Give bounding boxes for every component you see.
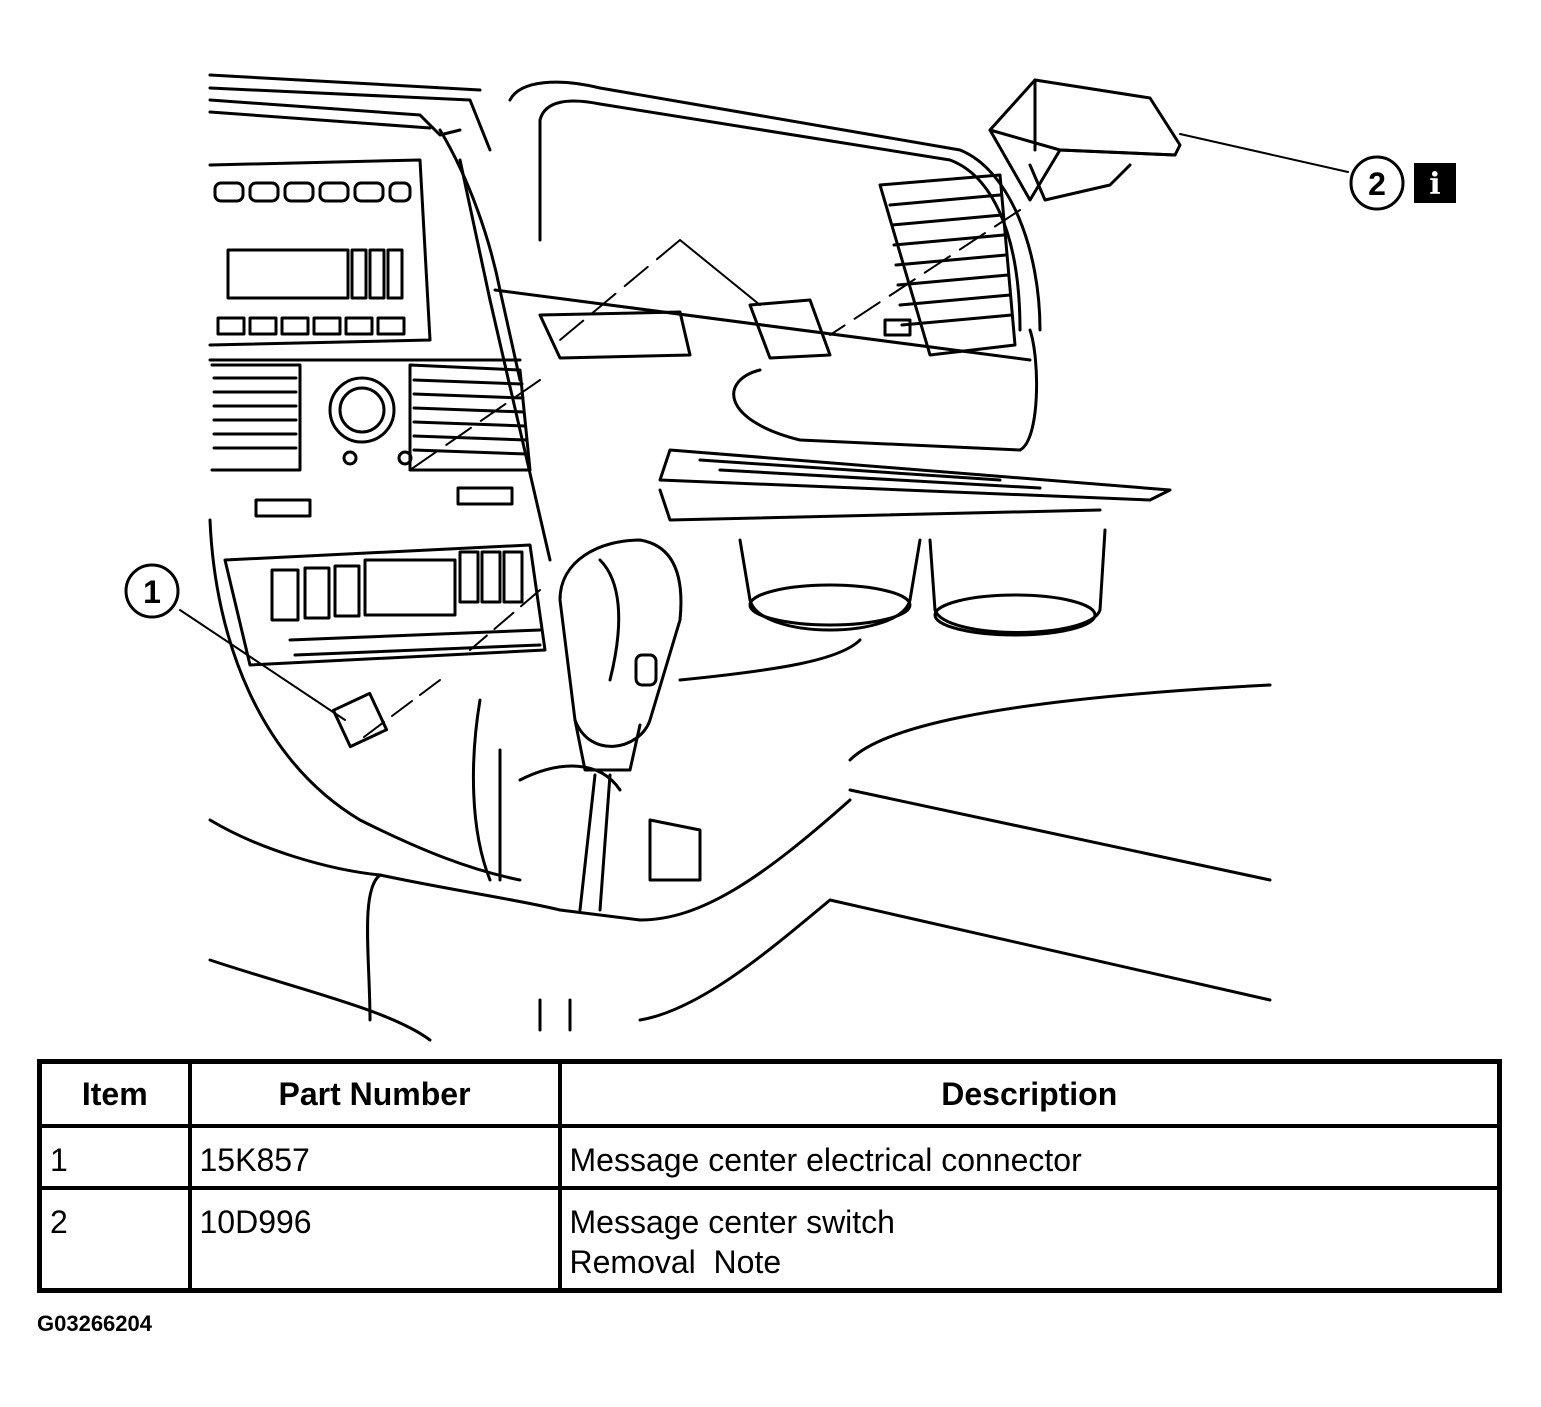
header-part-number: Part Number — [187, 1059, 562, 1128]
center-vents — [210, 363, 532, 518]
cell-description: Message center switch Removal Note — [557, 1186, 1502, 1293]
cup-holders — [658, 488, 1107, 682]
header-item: Item — [37, 1059, 192, 1128]
leader-lines — [179, 133, 1349, 741]
vehicle-interior-illustration: 1 2 i — [124, 73, 1456, 1042]
radio-head-unit — [208, 158, 432, 347]
callout-2-label: 2 — [1368, 166, 1386, 202]
gear-shifter — [558, 538, 683, 912]
callout-1-label: 1 — [143, 574, 161, 610]
cell-part-number: 15K857 — [187, 1124, 562, 1190]
cell-item: 2 — [37, 1186, 192, 1293]
callout-1: 1 — [124, 563, 180, 619]
cell-part-number: 10D996 — [187, 1186, 562, 1293]
table-header-row: Item Part Number Description — [37, 1059, 1502, 1128]
parts-table: Item Part Number Description 1 15K857 Me… — [37, 1059, 1502, 1293]
description-line: Message center electrical connector — [569, 1142, 1082, 1178]
table-row: 2 10D996 Message center switch Removal N… — [37, 1186, 1502, 1293]
figure-id: G03266204 — [37, 1311, 152, 1336]
removal-note-link[interactable]: Removal Note — [569, 1244, 782, 1280]
header-description: Description — [557, 1059, 1502, 1128]
table-row: 1 15K857 Message center electrical conne… — [37, 1124, 1502, 1190]
message-center-switch-part — [988, 78, 1182, 202]
center-stack-outline — [208, 128, 552, 882]
callout-2: 2 — [1349, 155, 1405, 211]
description-line: Message center switch — [569, 1204, 895, 1240]
instrument-cluster-hood — [493, 80, 1172, 502]
cell-item: 1 — [37, 1124, 192, 1190]
cell-description: Message center electrical connector — [557, 1124, 1502, 1190]
info-icon[interactable]: i — [1414, 163, 1456, 203]
dashboard-top-outline — [208, 73, 492, 152]
lower-console — [208, 683, 1272, 1042]
climate-control-panel — [223, 543, 547, 749]
info-icon-glyph: i — [1429, 167, 1440, 202]
